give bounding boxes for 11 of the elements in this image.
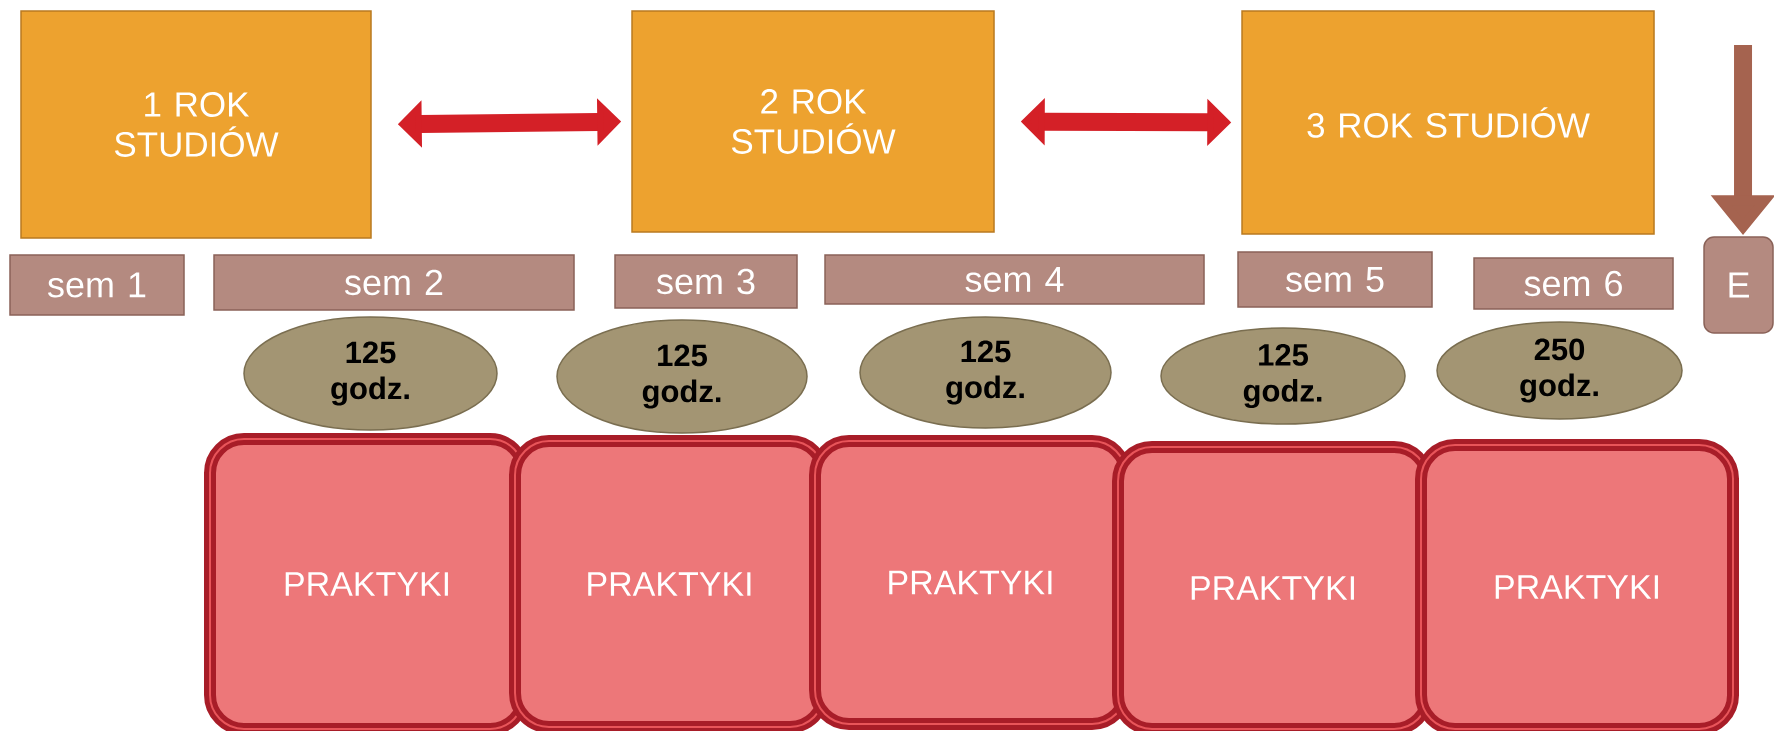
semester-bar: sem 5	[1237, 251, 1433, 308]
year-box: 2 ROK STUDIÓW	[631, 10, 995, 233]
semester-bar: sem 6	[1473, 257, 1674, 310]
semester-bar: sem 1	[9, 254, 185, 316]
exam-box: E	[1703, 236, 1774, 334]
semester-bar: sem 3	[614, 254, 798, 309]
year-box: 1 ROK STUDIÓW	[20, 10, 372, 239]
semester-bar: sem 4	[824, 254, 1205, 305]
internship-box: PRAKTYKI	[1415, 439, 1739, 731]
year-box: 3 ROK STUDIÓW	[1241, 10, 1655, 235]
semester-bar: sem 2	[213, 254, 575, 311]
